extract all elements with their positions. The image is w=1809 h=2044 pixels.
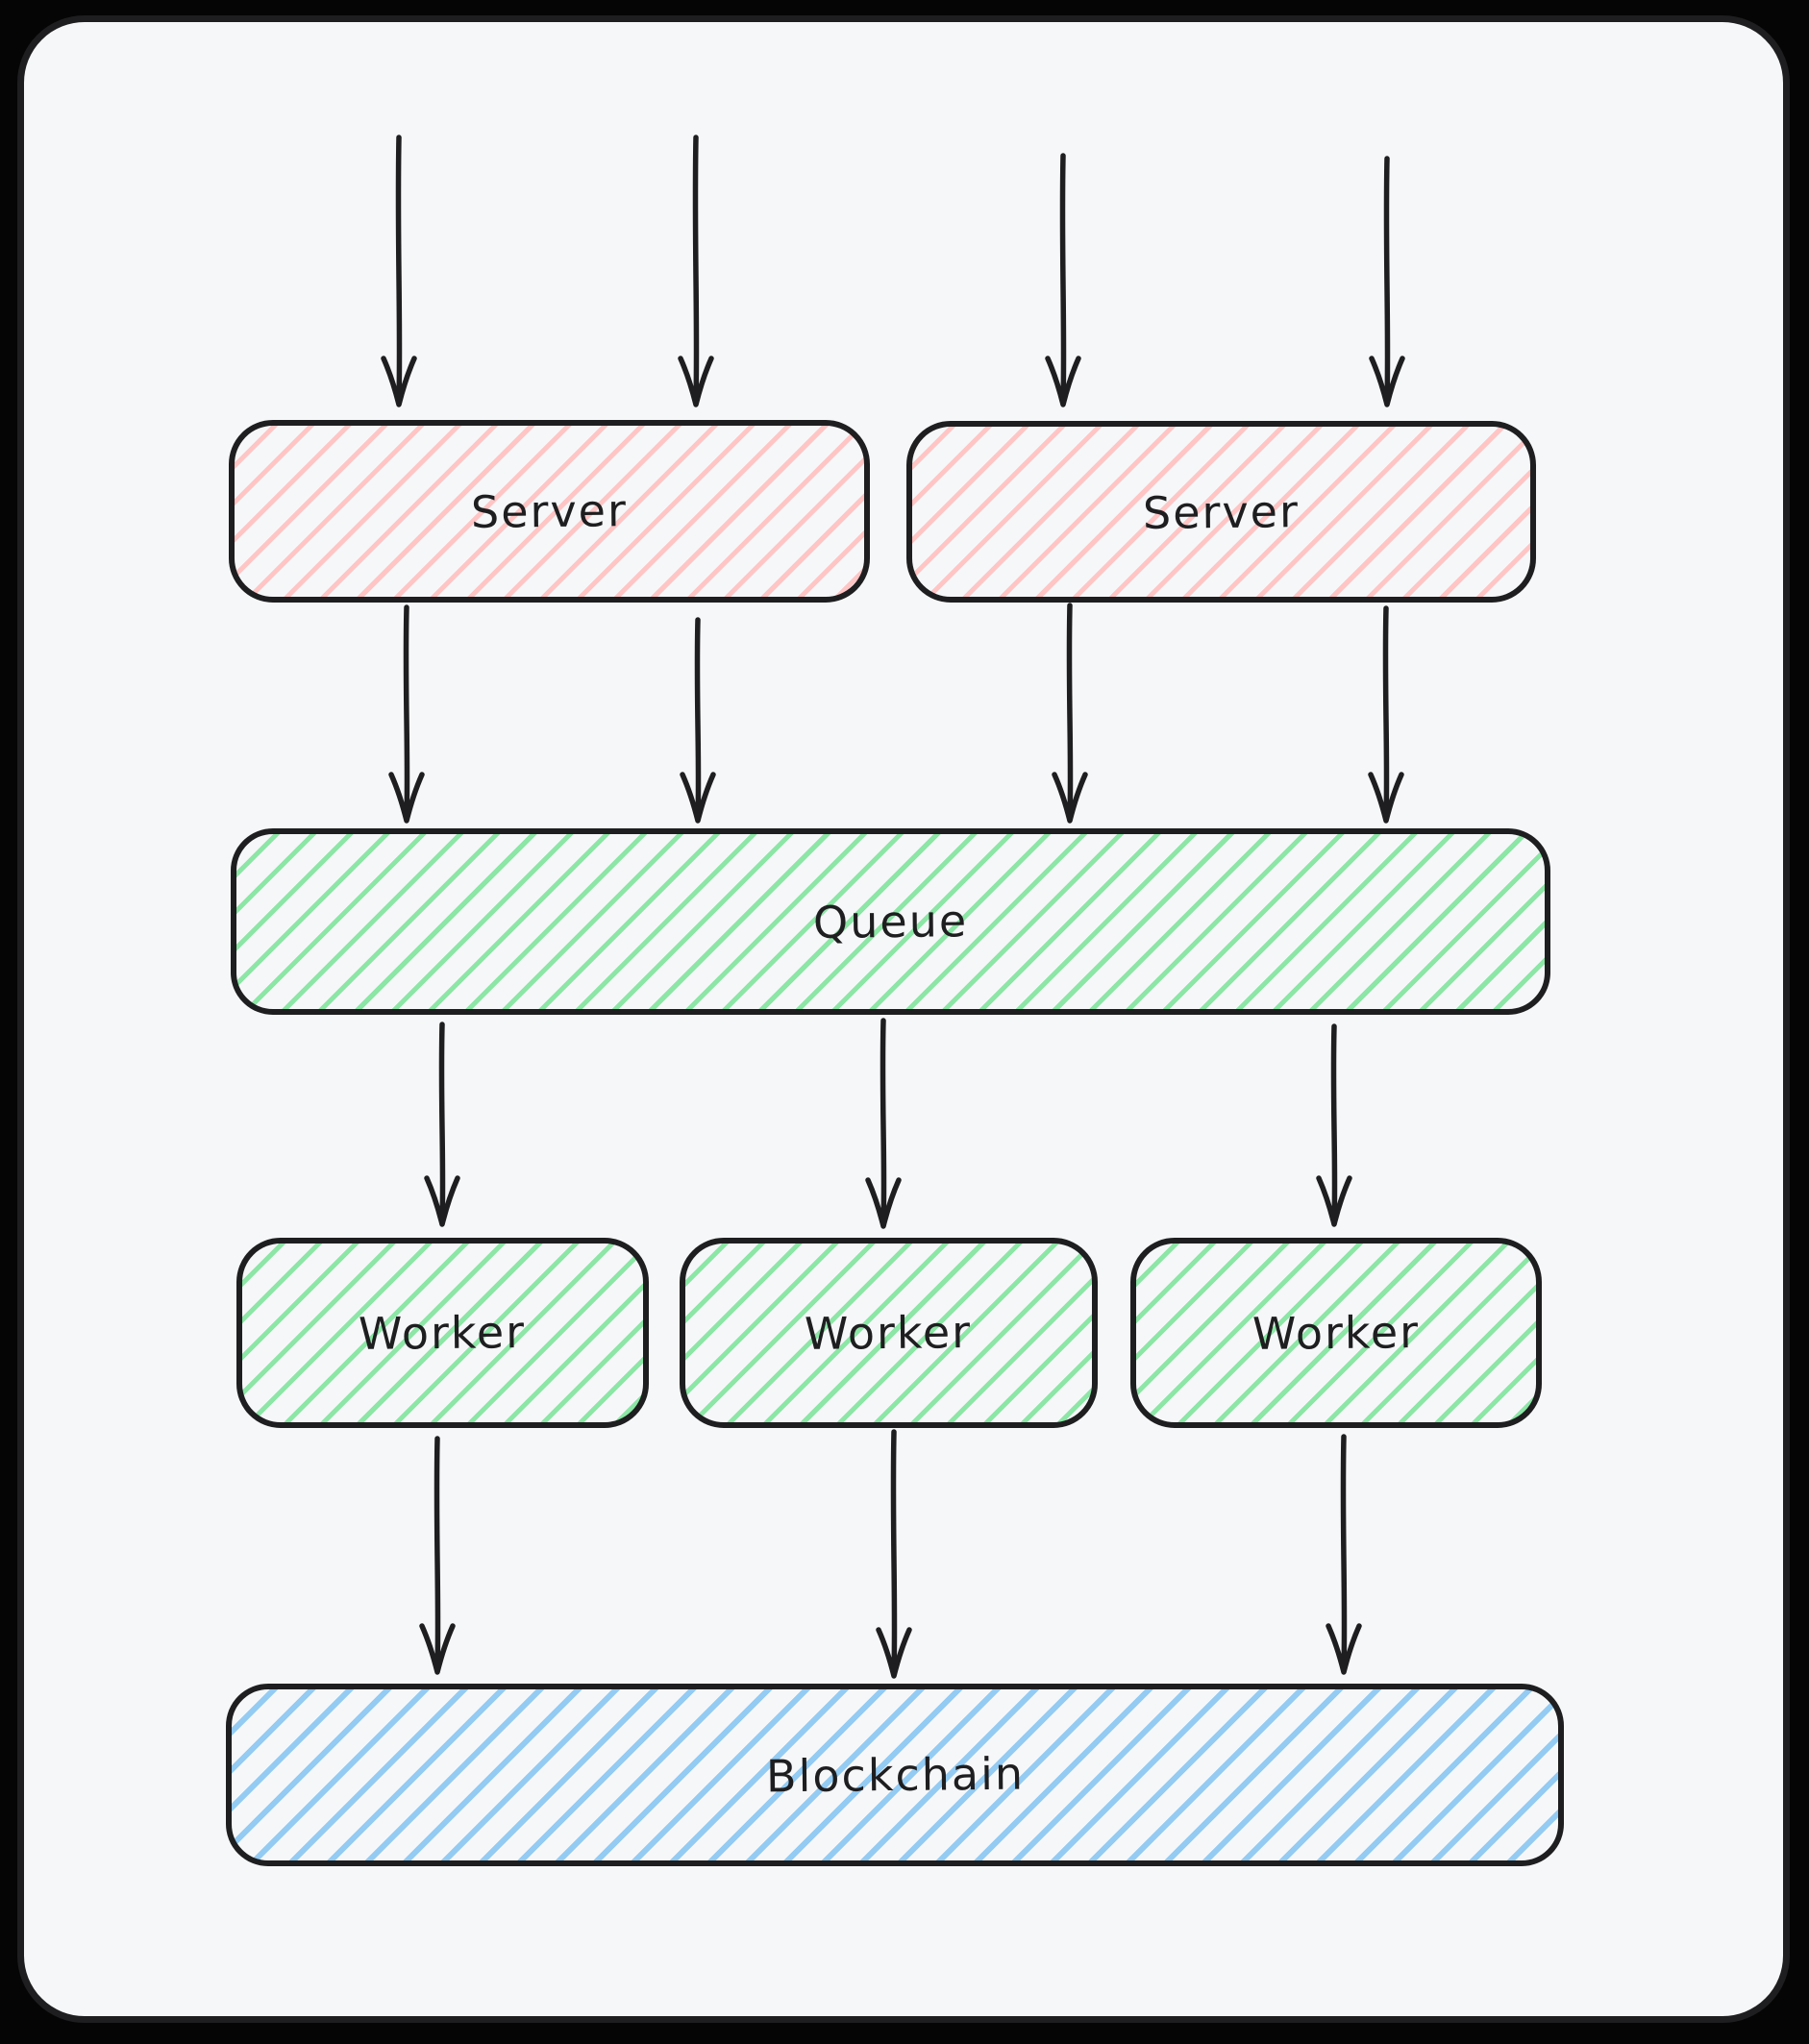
server-node-1: Server: [229, 420, 870, 603]
worker-3-label: Worker: [1251, 1306, 1421, 1360]
worker-1-label: Worker: [359, 1306, 527, 1360]
queue-node: Queue: [231, 828, 1550, 1015]
blockchain-node: Blockchain: [226, 1684, 1564, 1866]
worker-2-label: Worker: [805, 1306, 973, 1360]
worker-node-3: Worker: [1130, 1238, 1542, 1428]
blockchain-label: Blockchain: [765, 1747, 1025, 1803]
worker-node-2: Worker: [680, 1238, 1098, 1428]
queue-label: Queue: [812, 895, 969, 948]
server-2-label: Server: [1142, 484, 1301, 539]
server-1-label: Server: [470, 484, 629, 538]
server-node-2: Server: [906, 421, 1536, 603]
worker-node-1: Worker: [236, 1238, 649, 1428]
